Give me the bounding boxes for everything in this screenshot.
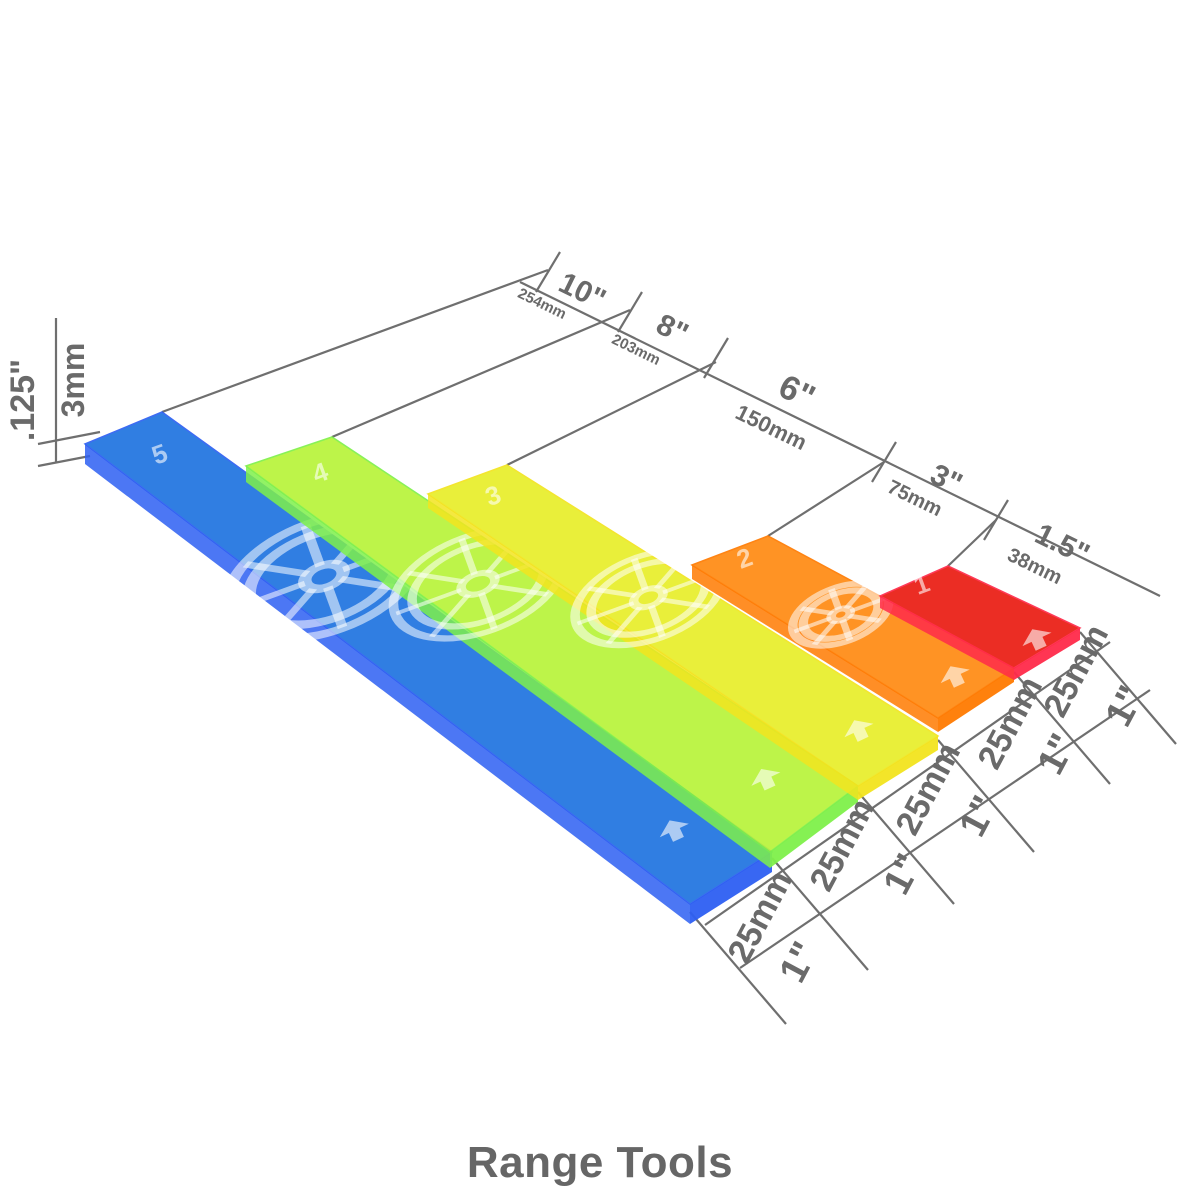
tool-side-edge — [880, 596, 1014, 680]
width-extension-line — [689, 911, 787, 1025]
width-imperial: 1" — [876, 847, 931, 901]
tool-side-edge — [692, 565, 938, 732]
length-extension-line — [331, 308, 631, 439]
length-dim-rule — [519, 281, 1161, 597]
arrow-up-icon — [844, 720, 874, 742]
width-imperial: 1" — [772, 935, 827, 989]
arrow-up-icon — [659, 820, 689, 842]
length-extension-line — [506, 361, 717, 466]
tool-front-edge — [938, 668, 1014, 732]
caption: Range Tools — [466, 1138, 734, 1187]
width-imperial: 1" — [1030, 727, 1085, 781]
tool-side-edge — [428, 494, 858, 800]
tool-front-edge — [690, 852, 772, 924]
width-imperial: 1" — [952, 789, 1007, 843]
length-extension-line — [161, 268, 549, 414]
tool-side-edge — [85, 444, 690, 924]
width-extension-line — [1013, 671, 1111, 785]
range-tool-2: 2 — [690, 535, 1016, 732]
tool-side-edge — [246, 466, 770, 868]
arrow-up-icon — [1022, 629, 1052, 651]
width-extension-line — [857, 791, 955, 905]
thickness-imperial: .125" — [4, 359, 42, 441]
width-dim-rule — [704, 641, 1111, 926]
arrow-up-icon — [940, 666, 970, 688]
length-imperial: 8" — [651, 308, 693, 351]
tool-front-edge — [858, 736, 938, 800]
tool-front-edge — [770, 786, 858, 868]
thickness-metric: 3mm — [55, 343, 91, 418]
dimension-lines — [37, 251, 1177, 1025]
length-extension-line — [947, 519, 997, 567]
width-imperial: 1" — [1098, 679, 1153, 733]
width-extension-line — [937, 739, 1035, 853]
range-tool-1: 1 — [878, 565, 1082, 680]
arrow-up-icon — [751, 768, 781, 791]
length-extension-line — [767, 461, 885, 537]
tool-front-edge — [1014, 628, 1080, 680]
